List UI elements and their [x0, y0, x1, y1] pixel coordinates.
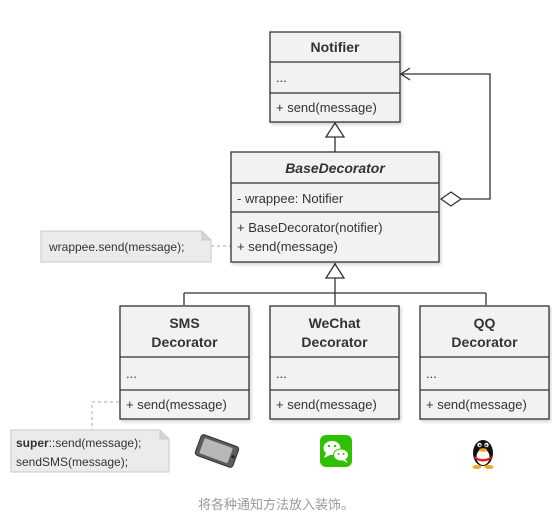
class-method: + send(message) [276, 100, 377, 115]
note-base-decorator: wrappee.send(message); [40, 230, 212, 263]
class-field: - wrappee: Notifier [237, 191, 344, 206]
class-title: Decorator [451, 334, 518, 350]
class-method: + send(message) [126, 397, 227, 412]
note-text: wrappee.send(message); [48, 240, 184, 254]
qq-penguin-icon [472, 440, 494, 469]
class-fields: ... [126, 366, 137, 381]
diagram-caption: 将各种通知方法放入装饰。 [197, 498, 354, 513]
notifier-class: Notifier ... + send(message) [269, 31, 401, 123]
class-title: Decorator [301, 334, 368, 350]
wechat-icon [320, 435, 352, 467]
class-method: + send(message) [237, 239, 338, 254]
class-title: Notifier [311, 39, 361, 55]
note-sms: super::send(message); sendSMS(message); [10, 429, 170, 473]
class-method: + send(message) [276, 397, 377, 412]
class-title: BaseDecorator [285, 160, 386, 176]
base-decorator-class: BaseDecorator - wrappee: Notifier + Base… [230, 151, 440, 263]
class-method: + BaseDecorator(notifier) [237, 220, 383, 235]
class-title: WeChat [309, 315, 361, 331]
class-method: + send(message) [426, 397, 527, 412]
aggregation-diamond [439, 191, 463, 207]
note-call: ::send(message); [49, 436, 142, 450]
note-keyword: super [16, 436, 49, 450]
phone-icon [194, 434, 240, 468]
inheritance-arrow [324, 262, 346, 279]
inheritance-arrow [324, 121, 346, 138]
note-line-1: super::send(message); [16, 436, 141, 450]
class-fields: ... [276, 366, 287, 381]
class-fields: ... [426, 366, 437, 381]
wechat-decorator-class: WeChat Decorator ... + send(message) [269, 305, 400, 420]
class-title: Decorator [151, 334, 218, 350]
class-title: SMS [169, 315, 199, 331]
qq-decorator-class: QQ Decorator ... + send(message) [419, 305, 550, 420]
class-title: QQ [474, 315, 496, 331]
note-line-2: sendSMS(message); [16, 455, 128, 469]
class-fields: ... [276, 70, 287, 85]
sms-decorator-class: SMS Decorator ... + send(message) [119, 305, 250, 420]
